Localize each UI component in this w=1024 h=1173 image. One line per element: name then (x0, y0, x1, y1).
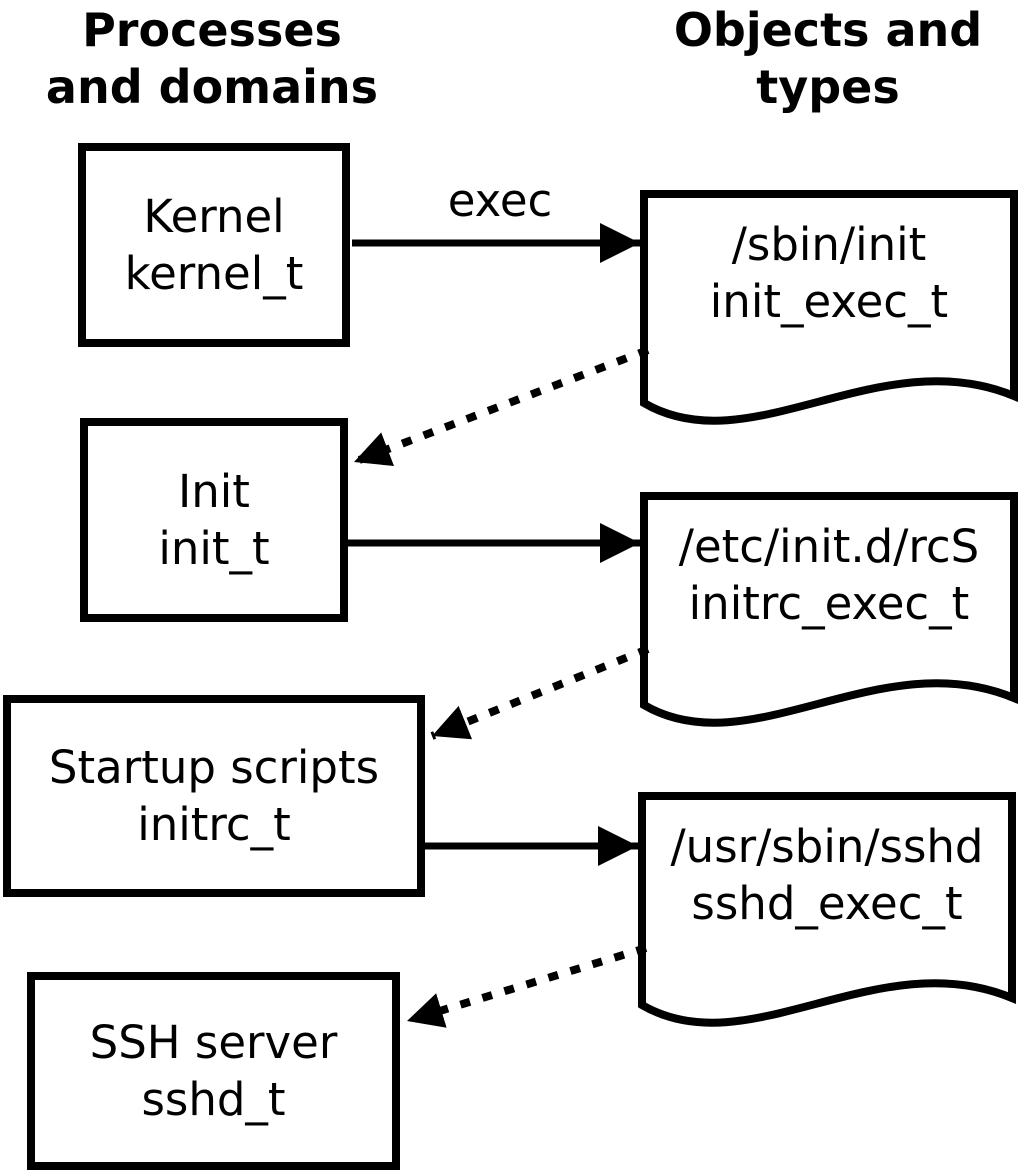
header-line: Objects and (673, 3, 983, 57)
process-box-ssh-server: SSH server sshd_t (27, 972, 400, 1170)
process-name: SSH server (89, 1016, 338, 1069)
process-box-startup-scripts: Startup scripts initrc_t (3, 695, 425, 897)
object-doc-usr-sbin-sshd: /usr/sbin/sshd sshd_exec_t (638, 792, 1016, 1032)
process-type: initrc_t (137, 798, 291, 851)
column-header-processes: Processes and domains (0, 2, 424, 116)
object-doc-sbin-init: /sbin/init init_exec_t (640, 190, 1018, 430)
object-type: init_exec_t (709, 275, 949, 328)
process-type: sshd_t (141, 1073, 286, 1126)
object-type: initrc_exec_t (688, 577, 970, 630)
object-path: /usr/sbin/sshd (670, 820, 984, 873)
document-text: /usr/sbin/sshd sshd_exec_t (638, 818, 1016, 932)
document-shape-icon (640, 190, 1018, 425)
header-line: Processes (82, 3, 342, 57)
document-text: /sbin/init init_exec_t (640, 216, 1018, 330)
process-box-init: Init init_t (80, 418, 348, 622)
object-path: /etc/init.d/rcS (678, 520, 980, 573)
process-box-kernel: Kernel kernel_t (78, 143, 350, 347)
exec-arrow-label: exec (447, 174, 553, 227)
object-type: sshd_exec_t (691, 877, 963, 930)
process-name: Startup scripts (48, 741, 380, 794)
header-line: and domains (45, 60, 379, 114)
document-shape-icon (638, 792, 1016, 1027)
document-shape-icon (640, 492, 1018, 727)
process-type: init_t (158, 522, 270, 575)
column-header-objects: Objects and types (616, 2, 1024, 116)
transition-arrow-initrc-exec-to-initrc-t (430, 645, 650, 740)
process-name: Init (178, 465, 250, 518)
process-name: Kernel (143, 190, 285, 243)
object-doc-etc-initd-rcs: /etc/init.d/rcS initrc_exec_t (640, 492, 1018, 732)
header-line: types (756, 60, 900, 114)
object-path: /sbin/init (731, 218, 927, 271)
process-type: kernel_t (124, 247, 304, 300)
transition-arrow-sshd-exec-to-sshd-t (405, 944, 648, 1028)
transition-arrow-init-exec-to-init-t (352, 346, 650, 467)
document-text: /etc/init.d/rcS initrc_exec_t (640, 518, 1018, 632)
